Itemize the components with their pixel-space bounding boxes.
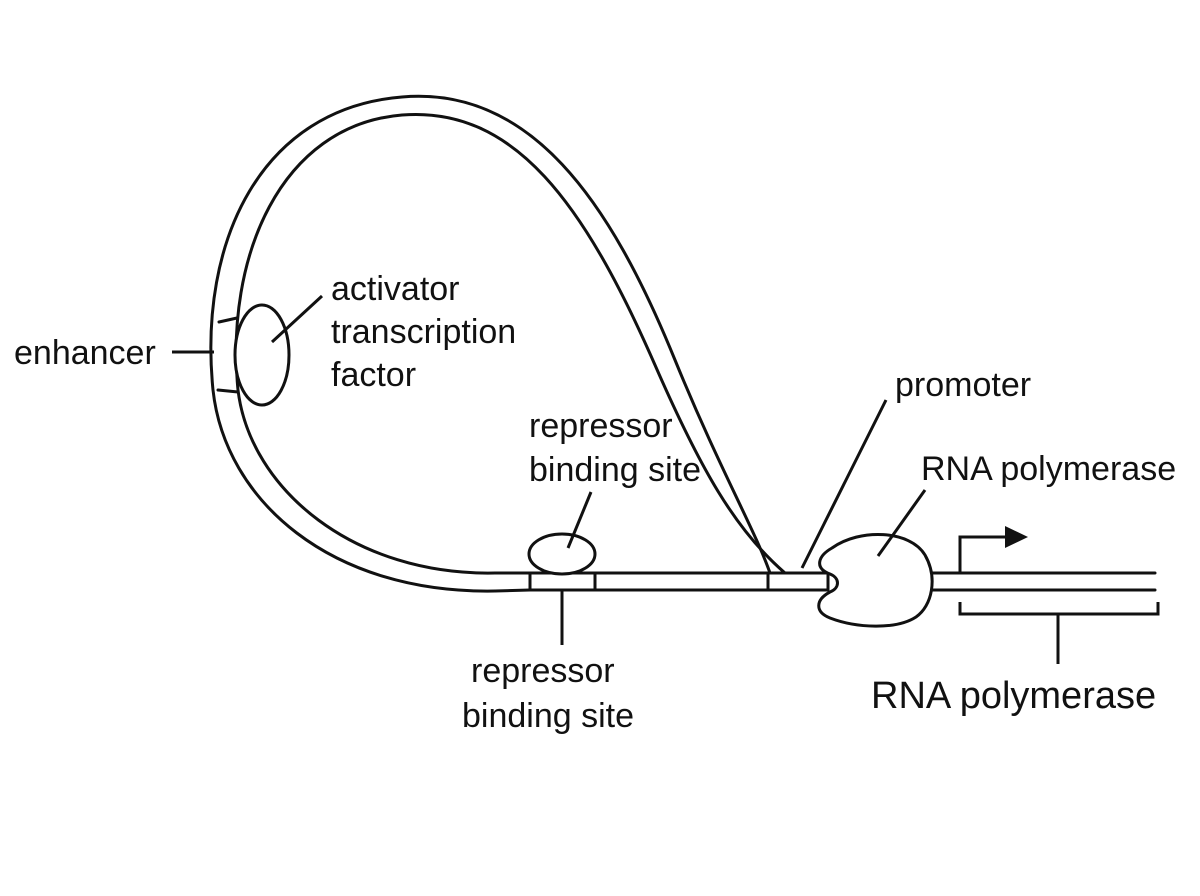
dna-loop-inner-strand — [234, 112, 787, 575]
svg-text:transcription: transcription — [331, 313, 516, 351]
activator-transcription-factor-label: activator transcription factor — [331, 270, 516, 394]
dna-straight — [593, 571, 1157, 592]
svg-text:binding site: binding site — [529, 451, 701, 489]
rna-polymerase-leader-line — [876, 489, 927, 557]
svg-text:activator: activator — [331, 270, 460, 308]
promoter-leader-line — [800, 399, 888, 569]
repressor-binding-site-top-label: repressor binding site — [529, 407, 701, 489]
svg-text:binding site: binding site — [462, 697, 634, 735]
enhancer-segment — [216, 316, 240, 394]
transcribed-region-bracket — [958, 602, 1160, 664]
svg-text:factor: factor — [331, 356, 416, 394]
enhancer-label: enhancer — [14, 334, 156, 372]
svg-text:repressor: repressor — [471, 652, 615, 690]
promoter-label: promoter — [895, 366, 1031, 404]
repressor-binding-site-box — [528, 571, 597, 592]
dna-loop — [209, 94, 787, 593]
transcription-start-arrow — [958, 526, 1028, 573]
repressor-binding-site-bottom-label: repressor binding site — [462, 652, 634, 735]
repressor-top-leader-line — [566, 491, 593, 549]
activator-transcription-factor-shape — [233, 303, 291, 407]
promoter-box — [766, 571, 830, 592]
rna-polymerase-bottom-label: RNA polymerase — [871, 675, 1156, 717]
rna-polymerase-top-label: RNA polymerase — [921, 450, 1176, 488]
repressor-protein-shape — [527, 532, 597, 576]
svg-text:repressor: repressor — [529, 407, 673, 445]
rna-polymerase-shape — [817, 532, 934, 628]
dna-loop-outer-strand — [209, 94, 772, 593]
activator-leader-line — [270, 294, 324, 344]
